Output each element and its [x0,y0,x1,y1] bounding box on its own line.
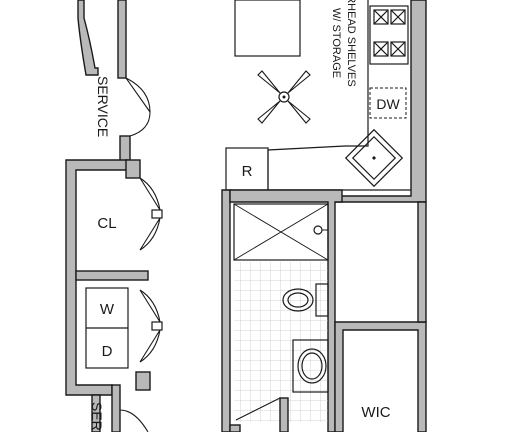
wall-segment [135,371,151,391]
closet-doors [139,177,163,251]
laundry-doors [139,289,163,363]
walk-in-closet [334,201,427,432]
laundry-units [85,287,129,369]
wall-segment [417,201,427,323]
kitchen-island [234,0,301,57]
service-door-bottom [119,409,149,432]
wall-segment [334,321,427,432]
refrigerator-label: R [242,163,253,180]
service-corridor-walls [65,0,151,432]
kitchen-sink [344,128,404,188]
wall-segment [125,159,141,179]
service-bottom-label: SER [89,402,105,431]
service-doors [119,77,151,432]
walk-in-closet-label: WIC [361,404,390,421]
dishwasher [369,87,407,119]
wall-segment [75,270,149,281]
dishwasher-label: DW [376,96,400,112]
toilet [282,283,329,317]
wall-segment [77,0,99,76]
dryer-label: D [102,343,113,360]
service-door [125,77,151,113]
wall-segment [91,394,101,432]
tile-floor [234,262,328,422]
service-door [129,111,151,137]
closet-label: CL [97,215,116,232]
shower [233,203,329,261]
service-label: SERVICE [95,76,111,137]
cooktop [369,5,409,65]
ceiling-fan-icon [257,70,311,124]
vanity [292,339,329,393]
washer-label: W [100,301,115,318]
wall-segment [221,189,231,432]
shelves-label-line2: W/ STORAGE [330,8,342,78]
wall-segment [229,189,343,432]
wall-segment [111,384,121,432]
wall-segment [117,0,127,79]
shelves-label-line1: OVERHEAD SHELVES [345,0,357,87]
bathroom [221,189,343,432]
